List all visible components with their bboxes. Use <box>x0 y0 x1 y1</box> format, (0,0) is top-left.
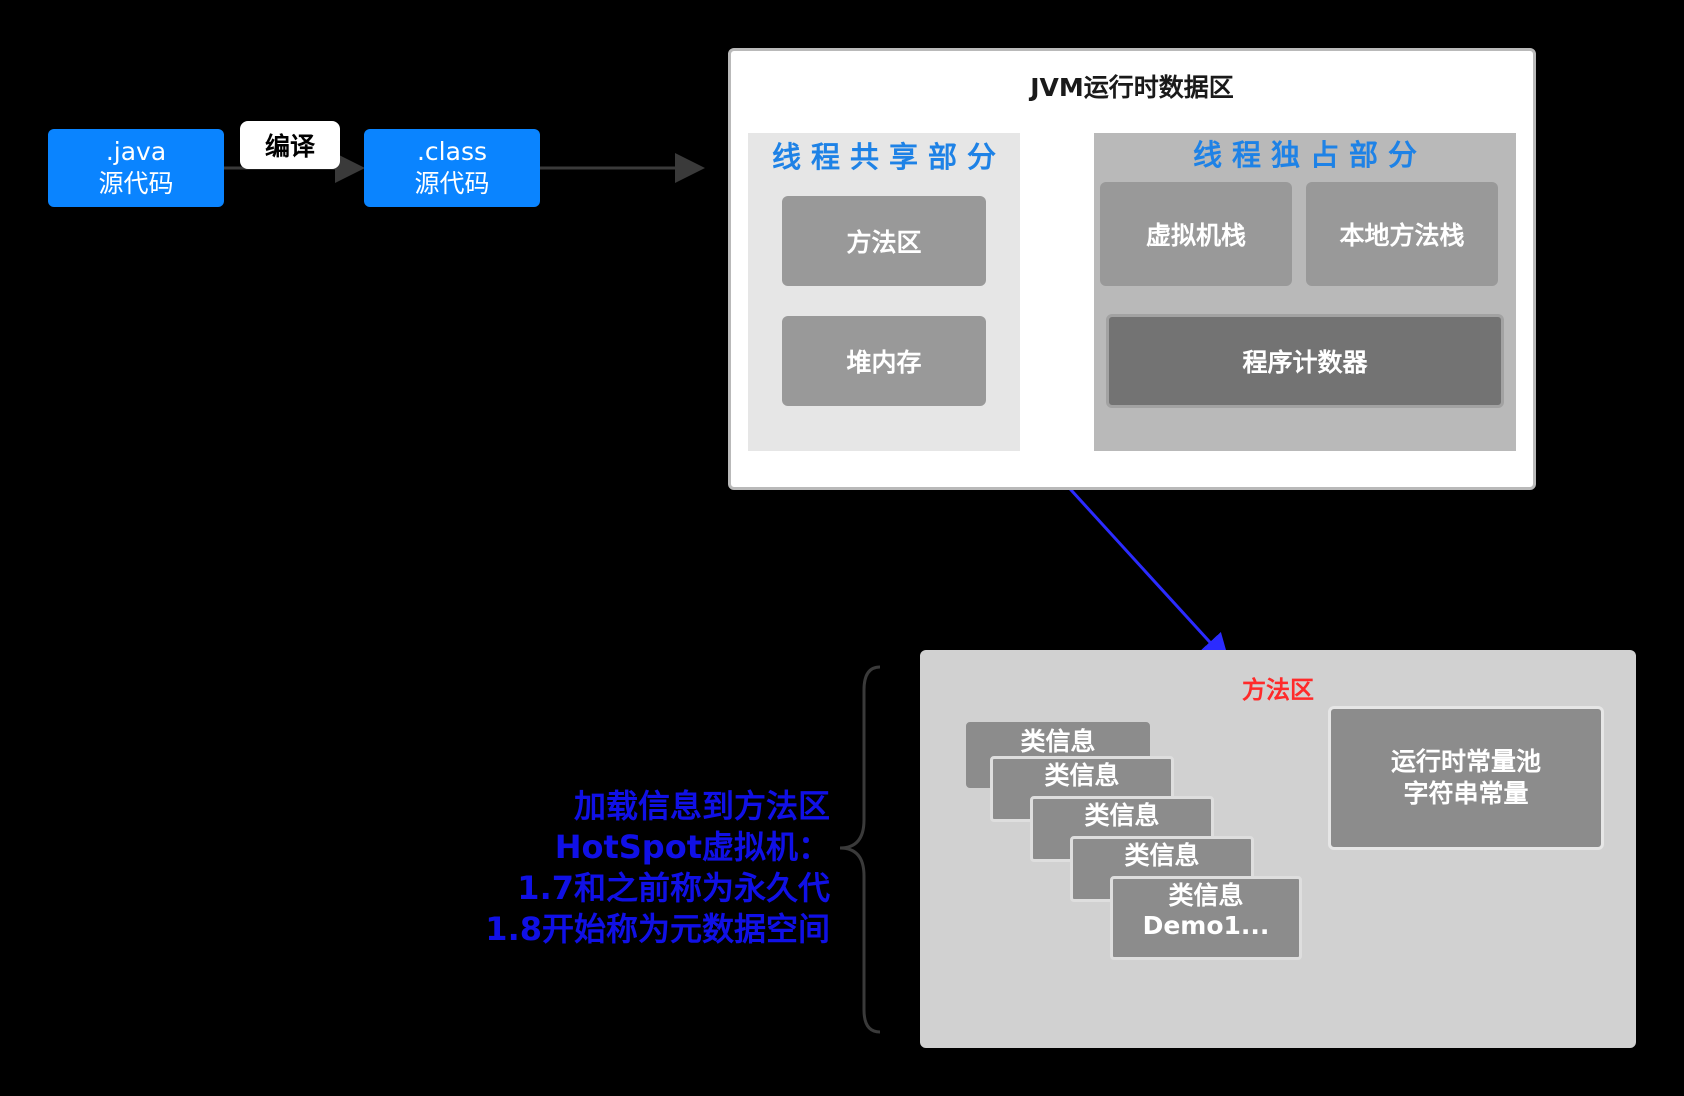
class-label: 源代码 <box>414 169 490 198</box>
vm-stack-label: 虚拟机栈 <box>1145 221 1246 250</box>
note-line: 加载信息到方法区 <box>573 787 830 825</box>
class-info-demo-card: 类信息 Demo1... <box>1110 876 1302 960</box>
class-ext: .class <box>416 137 487 166</box>
vm-stack-box: 虚拟机栈 <box>1100 182 1292 286</box>
class-info-label: 类信息 <box>1168 881 1244 910</box>
thread-shared-title: 线程共享部分 <box>771 140 1006 174</box>
note-line: 1.8开始称为元数据空间 <box>485 910 830 948</box>
curly-brace <box>839 665 881 1034</box>
class-info-label: 类信息 <box>1044 761 1120 790</box>
program-counter-label: 程序计数器 <box>1242 348 1368 377</box>
class-info-label: 类信息 <box>1124 841 1200 870</box>
runtime-constant-pool-box: 运行时常量池 字符串常量 <box>1328 706 1604 850</box>
heap-box: 堆内存 <box>782 316 986 406</box>
native-stack-box: 本地方法栈 <box>1306 182 1498 286</box>
java-ext: .java <box>105 137 167 166</box>
class-info-label: 类信息 <box>1020 727 1096 756</box>
class-source-box: .class 源代码 <box>364 129 540 207</box>
compile-text: 编译 <box>264 132 315 161</box>
native-stack-label: 本地方法栈 <box>1339 221 1465 250</box>
jvm-title: JVM运行时数据区 <box>1030 73 1234 102</box>
class-info-label: 类信息 <box>1084 801 1160 830</box>
note-line: 1.7和之前称为永久代 <box>517 869 830 907</box>
note-line: HotSpot虚拟机： <box>554 828 830 866</box>
heap-label: 堆内存 <box>846 348 922 377</box>
java-label: 源代码 <box>98 169 174 198</box>
method-area-title: 方法区 <box>1242 676 1314 704</box>
hotspot-note: 加载信息到方法区 HotSpot虚拟机： 1.7和之前称为永久代 1.8开始称为… <box>420 786 830 950</box>
java-source-box: .java 源代码 <box>48 129 224 207</box>
demo-class-label: Demo1... <box>1142 911 1270 940</box>
string-constant-label: 字符串常量 <box>1403 779 1529 808</box>
compile-label: 编译 <box>240 121 340 169</box>
method-area-box: 方法区 <box>782 196 986 286</box>
program-counter-box: 程序计数器 <box>1106 314 1504 408</box>
method-area-label: 方法区 <box>846 228 922 257</box>
constant-pool-label: 运行时常量池 <box>1390 747 1541 776</box>
thread-private-title: 线程独占部分 <box>1192 138 1427 172</box>
